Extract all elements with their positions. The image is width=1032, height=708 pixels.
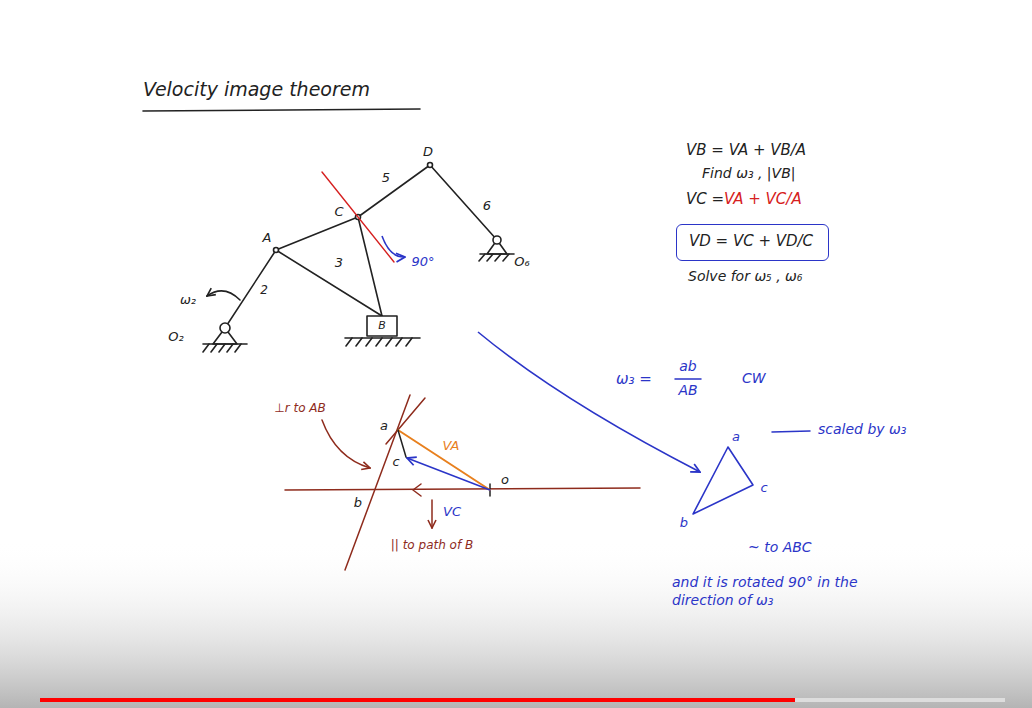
progress-track: [795, 698, 1005, 702]
link-3-side: [276, 250, 382, 316]
fraction-numerator: ab: [679, 358, 696, 376]
point-label: b: [680, 515, 688, 531]
equation: VB = VA + VB/A: [686, 141, 806, 160]
progress-bar: [40, 698, 795, 702]
velocity-vector: [398, 430, 490, 490]
rotation-arrow: [382, 236, 405, 257]
note: Find ω₃ , |VB|: [702, 165, 795, 183]
joint-label: C: [334, 204, 343, 220]
pivot-joint: [493, 236, 501, 244]
equation: VA + VC/A: [724, 190, 802, 209]
angle-label: 90°: [411, 254, 434, 270]
leader-arrow: [322, 420, 370, 468]
link-number: 2: [260, 283, 268, 298]
note: and it is rotated 90° in the direction o…: [672, 574, 912, 609]
note: ~ to ABC: [748, 539, 812, 557]
direction-mark: [413, 484, 421, 496]
link-number: 3: [335, 255, 343, 271]
link-5: [358, 165, 430, 217]
point-label: c: [760, 480, 767, 496]
pivot-joint: [220, 323, 230, 333]
title-underline: [143, 109, 420, 111]
construction-note: ⊥r to AB: [274, 401, 326, 416]
link-number: 5: [382, 170, 390, 186]
note: scaled by ω₃: [818, 421, 906, 439]
pivot-label: O₂: [168, 329, 183, 345]
boxed-equation: VD = VC + VD/C: [676, 224, 829, 261]
video-shade: [0, 540, 1032, 708]
equation: VD = VC + VD/C: [689, 232, 816, 251]
link-3-side: [276, 217, 358, 250]
fraction-denominator: AB: [678, 382, 697, 400]
pin-joint: [274, 248, 279, 253]
angular-velocity: ω₂: [180, 292, 196, 308]
equation: ω₃ =: [616, 370, 652, 389]
velocity-image-triangle: [693, 447, 753, 514]
direction-label: CW: [742, 370, 766, 388]
construction-line: [285, 488, 640, 490]
pointer-arrow: [478, 332, 700, 472]
ground-hatch: [203, 344, 241, 352]
point-label: a: [380, 418, 388, 434]
rotation-arrow: [207, 291, 240, 300]
point-label: c: [392, 454, 399, 470]
pin-joint: [428, 163, 433, 168]
ground-hatch: [479, 254, 509, 261]
link-number: 6: [483, 198, 491, 214]
construction-note: || to path of B: [391, 538, 473, 553]
vector-label: VA: [443, 438, 460, 454]
slider-label: B: [378, 319, 386, 333]
vector-label: VC: [443, 504, 461, 520]
note: Solve for ω₅ , ω₆: [688, 268, 802, 286]
path-line: [322, 172, 394, 262]
joint-label: D: [423, 144, 433, 160]
pivot-label: O₆: [514, 254, 529, 270]
construction-line: [386, 398, 425, 444]
leader-arrow: [431, 500, 433, 528]
point-label: b: [354, 495, 362, 511]
link-6: [430, 165, 497, 240]
equation: VC =: [686, 190, 724, 209]
slider-block: [367, 316, 397, 336]
link-2: [225, 250, 276, 328]
joint-label: A: [263, 230, 272, 246]
title: Velocity image theorem: [143, 78, 370, 102]
ground-hatch: [346, 338, 412, 346]
leader-dash: [772, 431, 810, 432]
point-label: o: [501, 472, 509, 488]
relative-velocity: [398, 430, 406, 457]
point-label: a: [732, 429, 740, 445]
fraction-bar: [675, 378, 701, 380]
